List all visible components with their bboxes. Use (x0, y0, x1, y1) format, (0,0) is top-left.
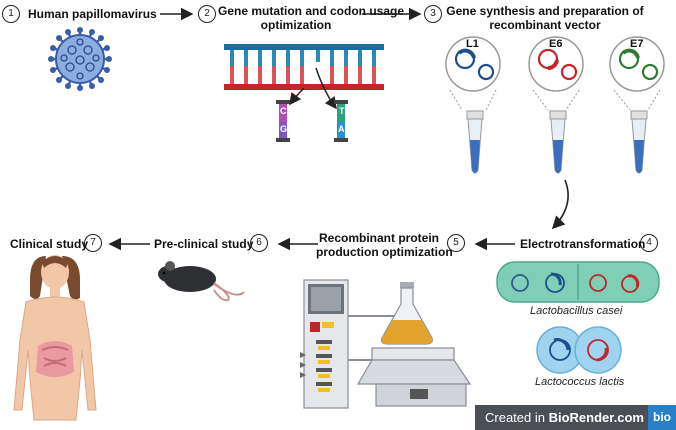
step-1-label: Human papillomavirus (28, 7, 157, 21)
step-3-number: 3 (424, 5, 442, 23)
step-3-line-2: recombinant vector (489, 18, 601, 32)
step-4-number: 4 (640, 234, 658, 252)
vector-l1 (445, 36, 501, 174)
step-7-label: Clinical study (10, 237, 89, 251)
codon-pair-original (276, 100, 290, 142)
lactobacillus-casei-label: Lactobacillus casei (530, 305, 623, 317)
step-5-line-2: production optimization (316, 245, 453, 259)
codon-letter-a: A (338, 124, 345, 134)
papillomavirus-icon (48, 27, 112, 91)
vector-e6 (528, 36, 584, 174)
vector-e7-label: E7 (630, 38, 644, 50)
shaker-icon (356, 347, 472, 407)
step-2-line-2: optimization (260, 18, 332, 32)
codon-pair-new (334, 100, 348, 142)
step-4-label: Electrotransformation (520, 237, 646, 251)
human-body-icon (13, 255, 97, 421)
step-2-line-1: Gene mutation and codon usage (218, 4, 405, 18)
step-1-number: 1 (2, 5, 20, 23)
lactococcus-lactis-label: Lactococcus lactis (535, 376, 625, 388)
biorender-logo-icon: bio (648, 405, 676, 430)
step-7-number: 7 (84, 234, 102, 252)
step-6-number: 6 (250, 234, 268, 252)
codon-letter-t: T (339, 106, 345, 116)
codon-letter-c: C (280, 106, 287, 116)
step-5-number: 5 (447, 234, 465, 252)
step-6-label: Pre-clinical study (154, 237, 254, 251)
vector-l1-label: L1 (466, 38, 479, 50)
dna-ladder-icon (224, 44, 384, 110)
mouse-icon (158, 261, 245, 302)
step-5-line-1: Recombinant protein (318, 231, 439, 245)
step-3-label: Gene synthesis and preparation of recomb… (440, 4, 650, 32)
arrow-3-to-4 (551, 179, 569, 230)
watermark-prefix: Created in (485, 410, 549, 425)
step-2-number: 2 (198, 5, 216, 23)
step-3-line-1: Gene synthesis and preparation of (446, 4, 644, 18)
lactobacillus-casei-icon (496, 261, 660, 303)
step-2-label: Gene mutation and codon usage optimizati… (218, 4, 405, 32)
bioreactor-icon (300, 279, 396, 409)
flask-icon (381, 282, 433, 345)
vector-e7 (609, 36, 665, 174)
lactococcus-lactis-icon (536, 326, 622, 374)
vector-e6-label: E6 (549, 38, 563, 50)
step-5-label: Recombinant protein production optimizat… (316, 231, 453, 259)
codon-letter-g: G (280, 124, 288, 134)
biorender-watermark[interactable]: Created in BioRender.com bio (475, 405, 676, 430)
watermark-brand: BioRender.com (548, 410, 644, 425)
